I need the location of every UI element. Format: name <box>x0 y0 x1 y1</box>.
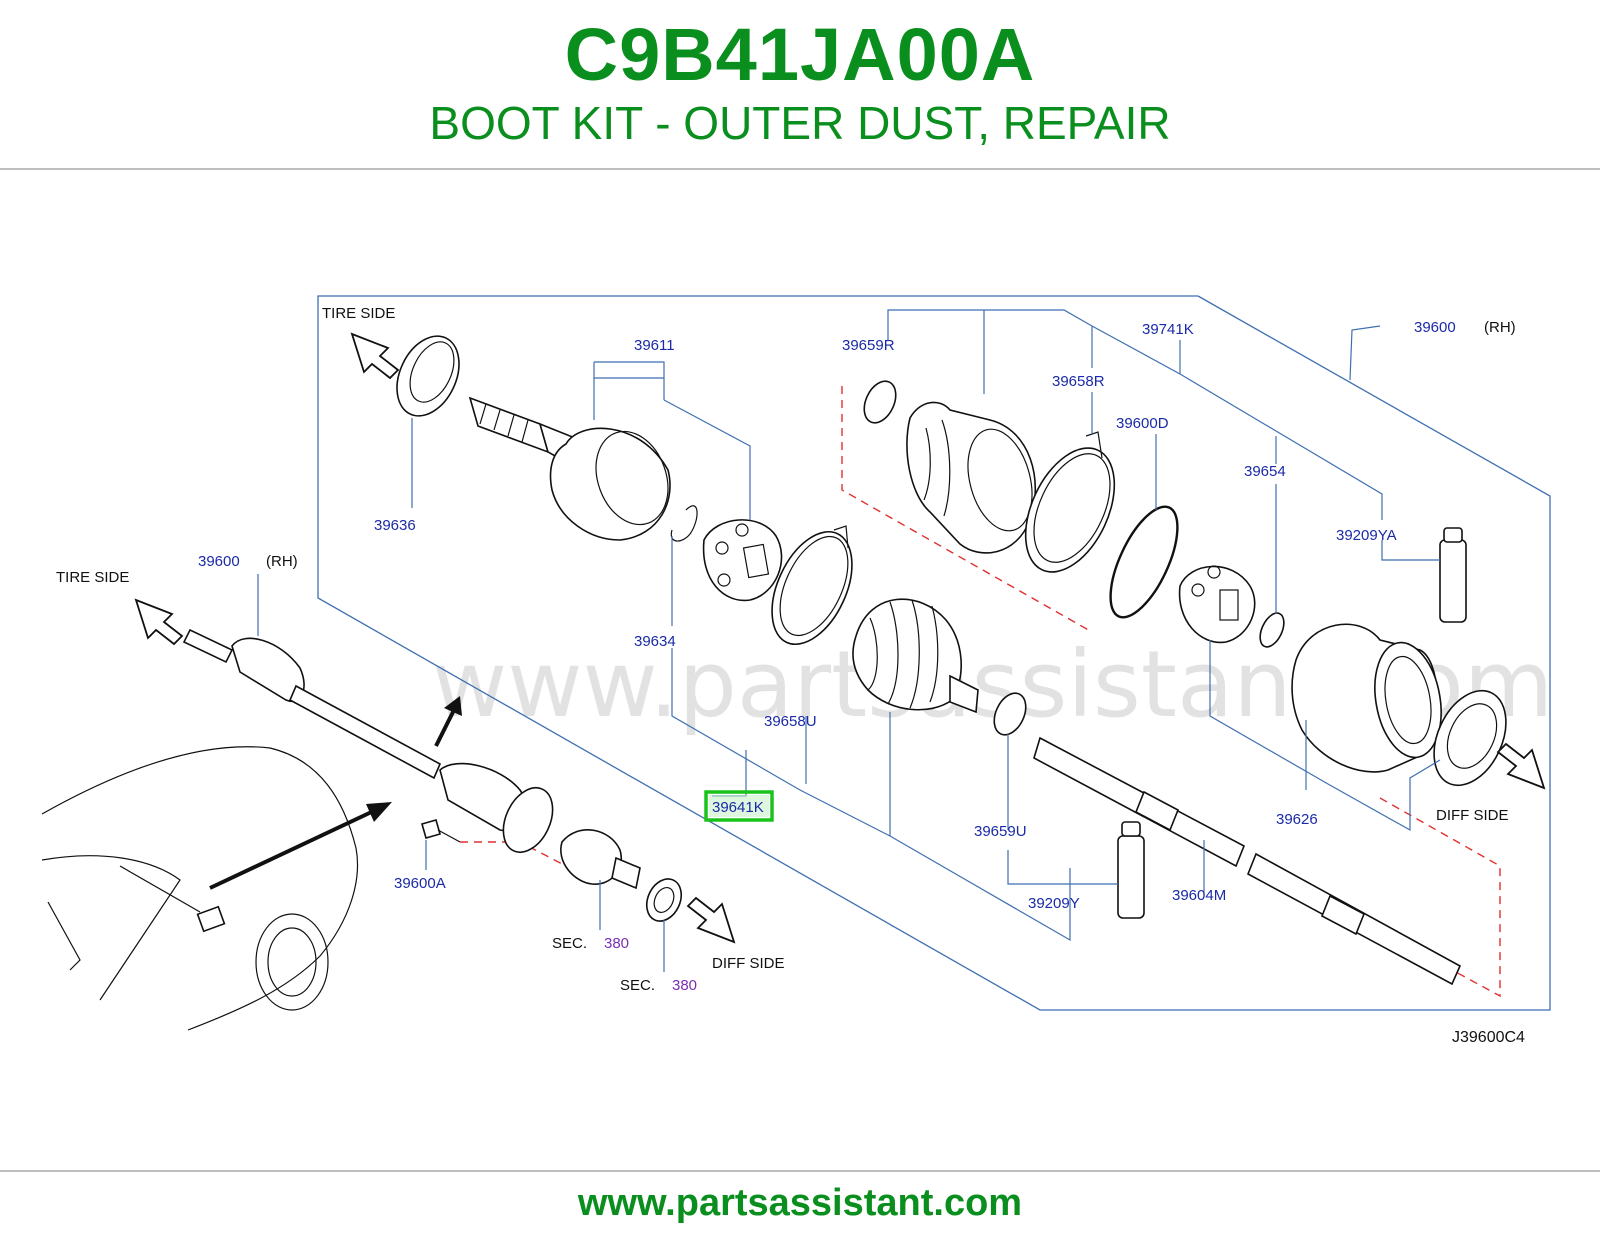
assembly-frame <box>317 295 1551 1011</box>
companion-flange-icon <box>560 829 641 890</box>
vehicle-outline-icon <box>41 746 359 1031</box>
part-number-39600[interactable]: 39600 <box>198 553 240 570</box>
part-number-39641K[interactable]: 39641K <box>712 799 764 816</box>
bearing-cage-icon <box>702 519 783 602</box>
part-number-39659U[interactable]: 39659U <box>974 823 1027 840</box>
rh-label: (RH) <box>266 553 298 570</box>
part-code-title: C9B41JA00A <box>564 13 1036 96</box>
part-number-39634[interactable]: 39634 <box>634 633 676 650</box>
arrow-head-icon <box>366 802 392 822</box>
part-number-39626[interactable]: 39626 <box>1276 811 1318 828</box>
part-number-39600A[interactable]: 39600A <box>394 875 446 892</box>
part-number-39600D[interactable]: 39600D <box>1116 415 1169 432</box>
dust-seal-ring-icon <box>396 335 460 417</box>
part-number-39636[interactable]: 39636 <box>374 517 416 534</box>
rh-label: (RH) <box>1484 319 1516 336</box>
drawing-id: J39600C4 <box>1452 1029 1525 1046</box>
outer-cv-joint-icon <box>468 396 671 541</box>
bolt-icon <box>421 819 461 843</box>
small-snap-ring-icon <box>1259 612 1285 648</box>
section-label: SEC. <box>620 977 655 994</box>
arrow-head-icon <box>444 696 462 716</box>
grease-bottle-icon <box>1439 527 1467 623</box>
small-band-clamp-icon <box>993 692 1027 736</box>
footer-divider <box>0 1170 1600 1172</box>
drive-shaft-assembly-icon <box>182 628 554 853</box>
part-number-39604M[interactable]: 39604M <box>1172 887 1226 904</box>
tire-side-arrow-icon <box>134 598 184 646</box>
highlighted-part-box <box>704 790 774 822</box>
diff-side-label: DIFF SIDE <box>1436 807 1509 824</box>
inner-band-clamp-icon <box>1024 431 1116 573</box>
section-label: SEC. <box>552 935 587 952</box>
tire-side-label: TIRE SIDE <box>322 305 395 322</box>
diff-side-arrow-icon <box>686 896 736 944</box>
outer-boot-icon <box>852 598 979 714</box>
part-number-39658U[interactable]: 39658U <box>764 713 817 730</box>
part-number-39209YA[interactable]: 39209YA <box>1336 527 1397 544</box>
highlighted-part-fill <box>709 795 769 817</box>
footer-url-link[interactable]: www.partsassistant.com <box>577 1182 1023 1224</box>
diff-side-arrow-icon <box>1496 742 1546 790</box>
section-number-link[interactable]: 380 <box>672 977 697 994</box>
boot-kit-dashed-box <box>841 386 1093 633</box>
seal-washer-icon <box>1433 689 1507 787</box>
inner-boot-icon <box>906 401 1037 554</box>
inner-joint-housing-icon <box>1291 623 1442 773</box>
boot-clamp-icon <box>863 380 897 424</box>
section-number-link[interactable]: 380 <box>604 935 629 952</box>
pointer-arrow <box>209 806 381 890</box>
large-band-clamp-icon <box>771 525 853 646</box>
part-number-39209Y[interactable]: 39209Y <box>1028 895 1080 912</box>
part-description-title: BOOT KIT - OUTER DUST, REPAIR <box>429 97 1171 149</box>
tire-side-label: TIRE SIDE <box>56 569 129 586</box>
part-number-39611[interactable]: 39611 <box>634 337 675 354</box>
tire-side-arrow-icon <box>350 332 400 380</box>
snap-ring-icon <box>1109 505 1179 619</box>
part-number-39654[interactable]: 39654 <box>1244 463 1286 480</box>
pointer-arrow <box>434 709 456 747</box>
drive-shaft-icon <box>1033 736 1462 986</box>
oil-seal-icon <box>645 878 683 922</box>
shaft-dashed-box <box>1379 797 1501 998</box>
part-number-39659R[interactable]: 39659R <box>842 337 895 354</box>
part-number-39658R[interactable]: 39658R <box>1052 373 1105 390</box>
circlip-icon <box>670 505 698 542</box>
diff-side-label: DIFF SIDE <box>712 955 785 972</box>
inner-race-icon <box>1178 565 1256 644</box>
leader-lines <box>257 309 1441 972</box>
grease-bottle-icon <box>1117 821 1145 919</box>
header-divider <box>0 168 1600 170</box>
part-number-39741K[interactable]: 39741K <box>1142 321 1194 338</box>
part-number-39600[interactable]: 39600 <box>1414 319 1456 336</box>
